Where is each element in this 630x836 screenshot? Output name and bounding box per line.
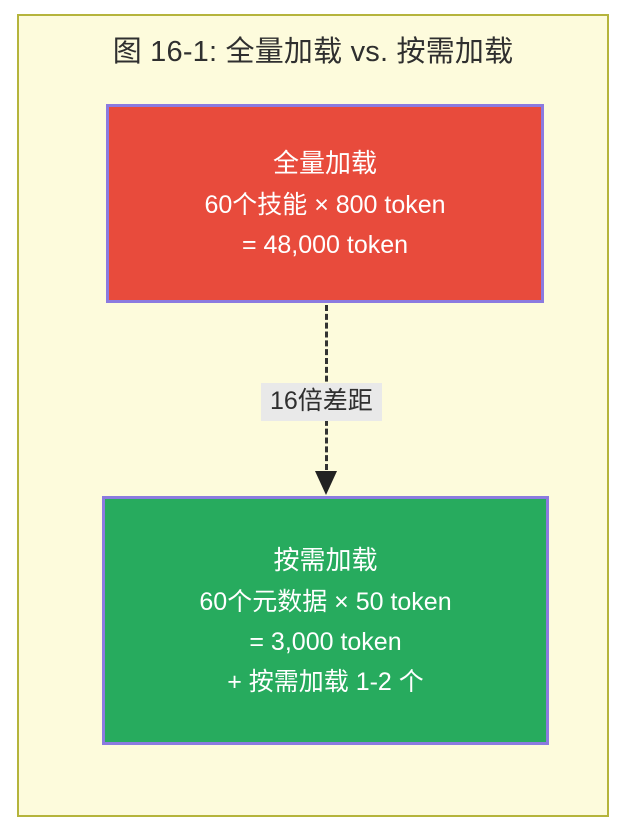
node-full-load: 全量加载 60个技能 × 800 token = 48,000 token	[106, 104, 544, 303]
node-on-demand-detail-1: 60个元数据 × 50 token	[199, 587, 452, 616]
node-full-load-detail-2: = 48,000 token	[241, 230, 409, 259]
connector-arrowhead-icon	[315, 471, 337, 495]
node-on-demand-detail-2: = 3,000 token	[249, 627, 402, 656]
node-full-load-heading: 全量加载	[272, 147, 377, 178]
node-full-load-detail-1: 60个技能 × 800 token	[204, 190, 446, 219]
node-on-demand: 按需加载 60个元数据 × 50 token = 3,000 token + 按…	[102, 496, 549, 745]
node-on-demand-heading: 按需加载	[273, 544, 378, 575]
diagram-frame: 图 16-1: 全量加载 vs. 按需加载 全量加载 60个技能 × 800 t…	[17, 14, 609, 817]
diagram-title: 图 16-1: 全量加载 vs. 按需加载	[112, 36, 514, 68]
edge-label-ratio: 16倍差距	[261, 383, 382, 421]
node-on-demand-detail-3: + 按需加载 1-2 个	[227, 667, 424, 696]
